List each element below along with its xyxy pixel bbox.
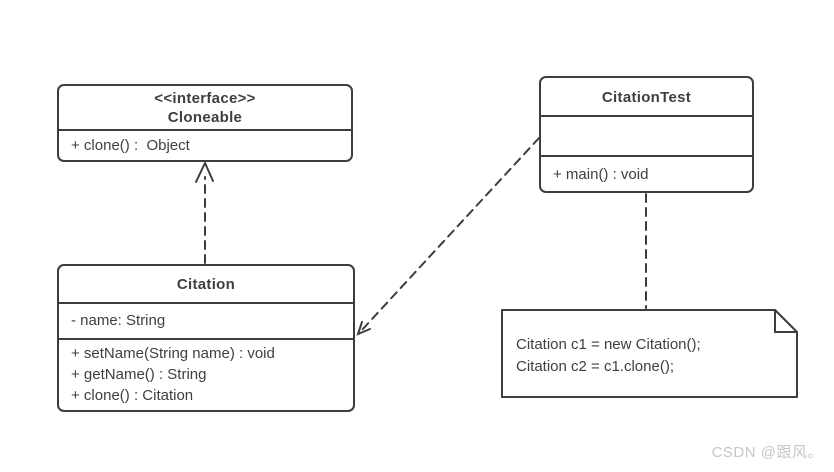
open-arrowhead-up-icon bbox=[195, 160, 214, 183]
method-row: + clone() : Citation bbox=[71, 387, 194, 404]
realization-edge-citation-to-cloneable bbox=[195, 160, 214, 264]
methods-compartment: + clone() : Object bbox=[59, 129, 351, 160]
class-title-cloneable: <<interface>> Cloneable bbox=[59, 86, 351, 129]
method-row: + getName() : String bbox=[71, 366, 207, 383]
code-note: Citation c1 = new Citation(); Citation c… bbox=[516, 334, 786, 377]
open-arrowhead-left-icon bbox=[356, 321, 371, 336]
attribute-row: - name: String bbox=[71, 312, 166, 330]
dependency-edge-citationtest-to-citation bbox=[356, 137, 540, 336]
stereotype-label: <<interface>> bbox=[154, 90, 256, 107]
csdn-watermark: CSDN @跟风。 bbox=[711, 444, 823, 461]
method-row: + setName(String name) : void bbox=[71, 345, 275, 362]
class-box-cloneable: <<interface>> Cloneable + clone() : Obje… bbox=[57, 84, 353, 162]
method-row: + main() : void bbox=[553, 165, 649, 183]
class-title-citation: Citation bbox=[59, 266, 353, 302]
methods-compartment: + main() : void bbox=[541, 155, 752, 191]
methods-compartment: + setName(String name) : void + getName(… bbox=[59, 338, 353, 410]
class-name: Cloneable bbox=[167, 109, 243, 126]
attributes-compartment-empty bbox=[541, 115, 752, 155]
class-name: CitationTest bbox=[601, 88, 692, 106]
class-name: Citation bbox=[176, 275, 236, 293]
attributes-compartment: - name: String bbox=[59, 301, 353, 338]
class-title-citationtest: CitationTest bbox=[541, 78, 752, 115]
class-box-citationtest: CitationTest + main() : void bbox=[539, 76, 754, 193]
note-fold-icon bbox=[774, 309, 798, 333]
method-row: + clone() : Object bbox=[71, 137, 190, 154]
code-line: Citation c2 = c1.clone(); bbox=[516, 357, 674, 375]
class-box-citation: Citation - name: String + setName(String… bbox=[57, 264, 355, 412]
code-line: Citation c1 = new Citation(); bbox=[516, 336, 701, 353]
